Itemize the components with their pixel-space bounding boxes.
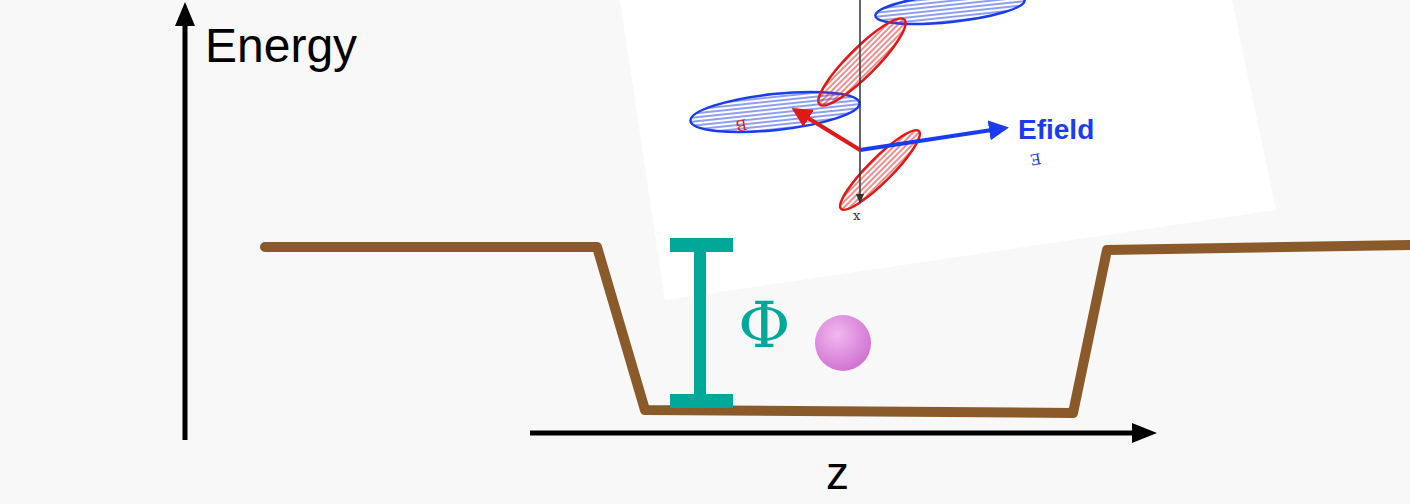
z-axis <box>530 431 1135 436</box>
energy-axis <box>183 22 188 440</box>
field-label: Efield <box>1018 114 1094 146</box>
work-function-label: Φ <box>738 288 790 362</box>
axis-arrowhead <box>1132 423 1157 443</box>
axis-label: z <box>826 446 849 500</box>
potential-well <box>265 245 1410 413</box>
electron <box>815 315 871 371</box>
axis-arrowhead <box>175 2 195 26</box>
wave-inset <box>620 0 1276 300</box>
axis-label: Energy <box>205 18 357 73</box>
axis-label: x <box>853 210 860 225</box>
em-wave <box>689 0 1026 217</box>
phi-bracket <box>670 238 733 408</box>
